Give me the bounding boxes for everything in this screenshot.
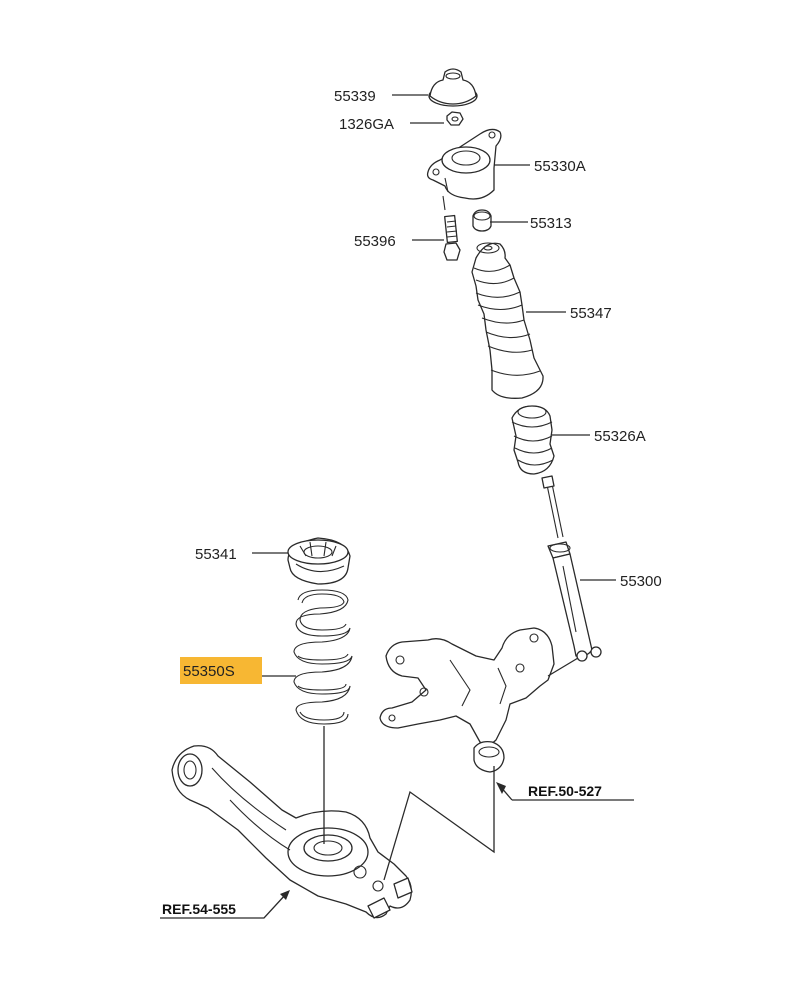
spring-upper-seat[interactable] <box>287 537 351 585</box>
coil-spring[interactable] <box>293 589 353 725</box>
nut-part[interactable] <box>446 111 464 126</box>
bushing-part[interactable] <box>472 209 492 232</box>
part-label-55350s[interactable]: 55350S <box>183 663 235 680</box>
part-label-55396[interactable]: 55396 <box>354 233 396 250</box>
rear-knuckle[interactable] <box>379 627 555 773</box>
ref-label-50-527[interactable]: REF.50-527 <box>528 783 602 799</box>
highlight-box <box>180 657 262 684</box>
bump-stopper[interactable] <box>511 405 555 475</box>
part-label-55347[interactable]: 55347 <box>570 305 612 322</box>
part-label-55313[interactable]: 55313 <box>530 215 572 232</box>
part-label-55300[interactable]: 55300 <box>620 573 662 590</box>
strut-mount-cap[interactable] <box>428 68 478 107</box>
leader-lines <box>160 94 634 919</box>
part-label-1326ga[interactable]: 1326GA <box>339 116 394 133</box>
shock-absorber[interactable] <box>541 475 602 662</box>
lower-control-arm[interactable] <box>171 745 413 919</box>
bolt-part[interactable] <box>442 195 461 261</box>
ref-label-54-555[interactable]: REF.54-555 <box>162 901 236 917</box>
part-label-55341[interactable]: 55341 <box>195 546 237 563</box>
part-label-55330a[interactable]: 55330A <box>534 158 586 175</box>
dust-cover-boot[interactable] <box>471 242 544 399</box>
part-label-55339[interactable]: 55339 <box>334 88 376 105</box>
upper-mount-bracket[interactable] <box>426 128 502 200</box>
part-label-55326a[interactable]: 55326A <box>594 428 646 445</box>
